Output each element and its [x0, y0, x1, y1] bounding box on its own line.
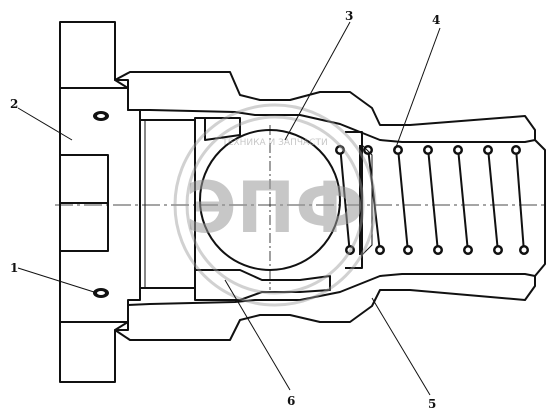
plug-part-2 [59, 87, 141, 323]
o-ring-seals [93, 111, 109, 298]
spring-part-4 [335, 131, 529, 269]
callout-6: 6 [287, 394, 295, 408]
callout-3: 3 [345, 9, 353, 23]
inner-bore [140, 118, 196, 290]
callout-2: 2 [10, 97, 18, 111]
watermark-top-text: ТЕХНИКА И ЗАПЧАСТИ [221, 138, 327, 148]
valve-body [114, 71, 546, 341]
callout-5: 5 [428, 397, 436, 411]
watermark: ТЕХНИКА И ЗАПЧАСТИ ЭПФ [173, 103, 377, 307]
watermark-logo-text: ЭПФ [185, 167, 364, 249]
callout-4: 4 [432, 13, 440, 27]
leader-lines [17, 21, 441, 396]
seat-part-6 [194, 117, 331, 301]
callout-1: 1 [10, 261, 18, 275]
